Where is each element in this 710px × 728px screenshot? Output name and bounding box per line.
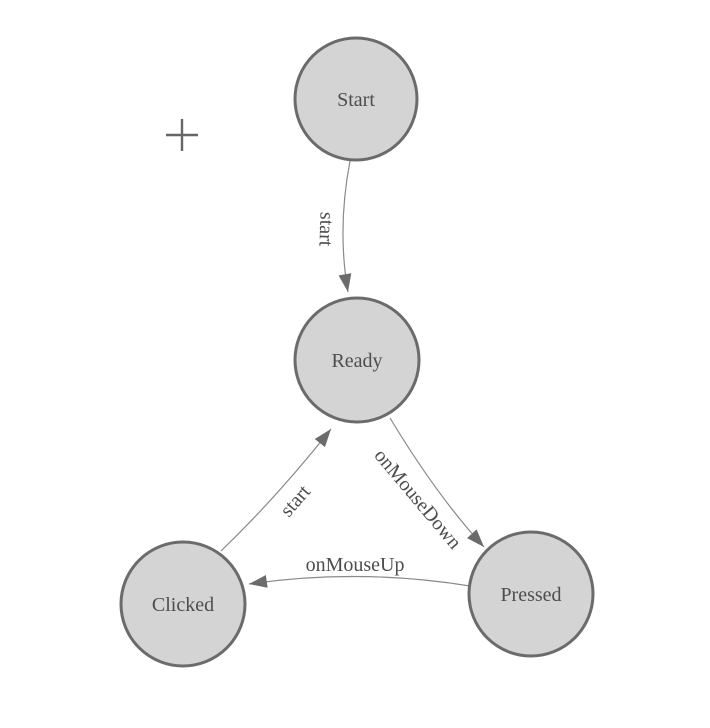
state-node-clicked[interactable]	[119, 540, 247, 668]
state-node-ready[interactable]	[293, 296, 421, 424]
transition-edge-ready-to-pressed[interactable]	[389, 417, 485, 548]
state-node-start[interactable]	[293, 36, 419, 162]
state-node-label-ready: Ready	[331, 350, 382, 372]
state-node-label-clicked: Clicked	[152, 594, 214, 616]
transition-edge-clicked-to-ready[interactable]	[220, 428, 332, 552]
crosshair-cursor-icon	[166, 119, 198, 151]
transition-label-start-to-ready: start	[314, 212, 337, 248]
transition-edge-pressed-to-clicked[interactable]	[248, 574, 471, 588]
transition-edge-start-to-ready[interactable]	[338, 160, 352, 293]
state-node-label-start: Start	[337, 89, 375, 111]
transition-label-pressed-to-clicked: onMouseUp	[306, 554, 405, 576]
state-node-pressed[interactable]	[467, 530, 595, 658]
transition-label-clicked-to-ready: start	[276, 481, 315, 522]
state-node-label-pressed: Pressed	[500, 584, 561, 606]
